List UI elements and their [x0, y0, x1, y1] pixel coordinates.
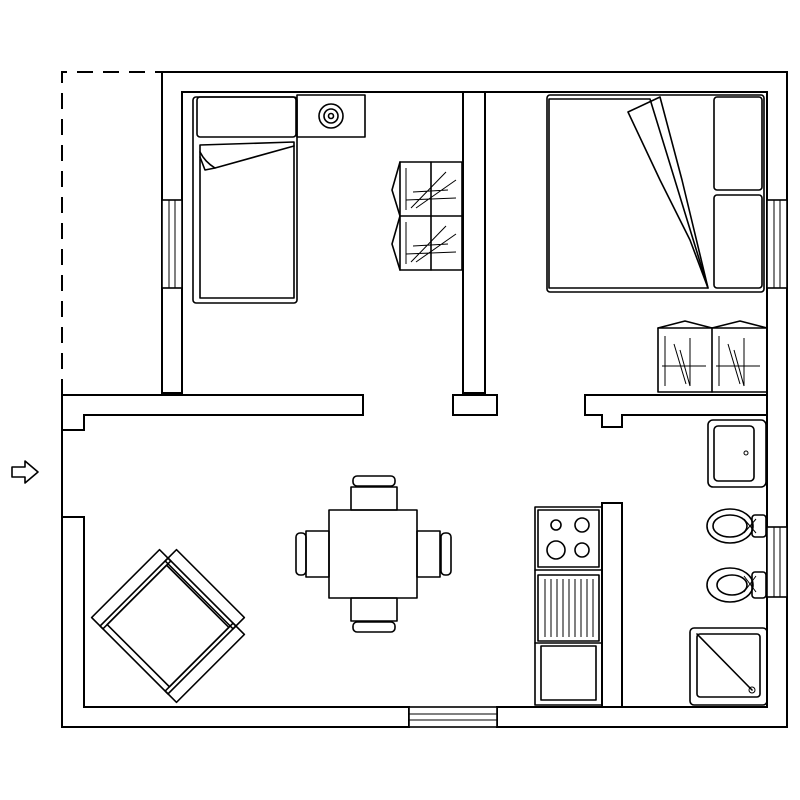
dining-chairs — [295, 475, 452, 633]
wall-bedroom1-south — [61, 394, 364, 431]
kitchen-sink — [540, 645, 597, 701]
window-bedroom1 — [161, 199, 183, 289]
wardrobe-bedroom1 — [391, 161, 463, 271]
single-bed — [192, 96, 298, 304]
wall-bedroom2-south — [584, 394, 768, 428]
stove — [537, 509, 600, 568]
dish-rack — [537, 574, 600, 642]
dining-table — [328, 509, 418, 599]
bidet — [706, 508, 767, 544]
bedside-table — [296, 94, 366, 138]
outer-wall-left-lower — [61, 395, 410, 728]
wall-bathroom-west — [601, 502, 623, 708]
shower — [689, 627, 768, 706]
kitchen-counter — [534, 506, 603, 706]
wall-bedroom1-east — [462, 91, 486, 394]
window-bathroom — [766, 526, 788, 598]
window-living — [408, 706, 498, 728]
wardrobe-bedroom2 — [657, 320, 768, 393]
armchair — [90, 548, 246, 704]
double-bed — [546, 94, 765, 293]
walls — [61, 71, 788, 728]
toilet — [706, 567, 767, 603]
windows — [161, 199, 788, 728]
arrow-right-icon — [11, 460, 39, 484]
terrace-outline — [61, 71, 162, 395]
wall-pillar — [452, 394, 498, 416]
window-bedroom2 — [766, 199, 788, 289]
washbasin — [707, 419, 767, 488]
